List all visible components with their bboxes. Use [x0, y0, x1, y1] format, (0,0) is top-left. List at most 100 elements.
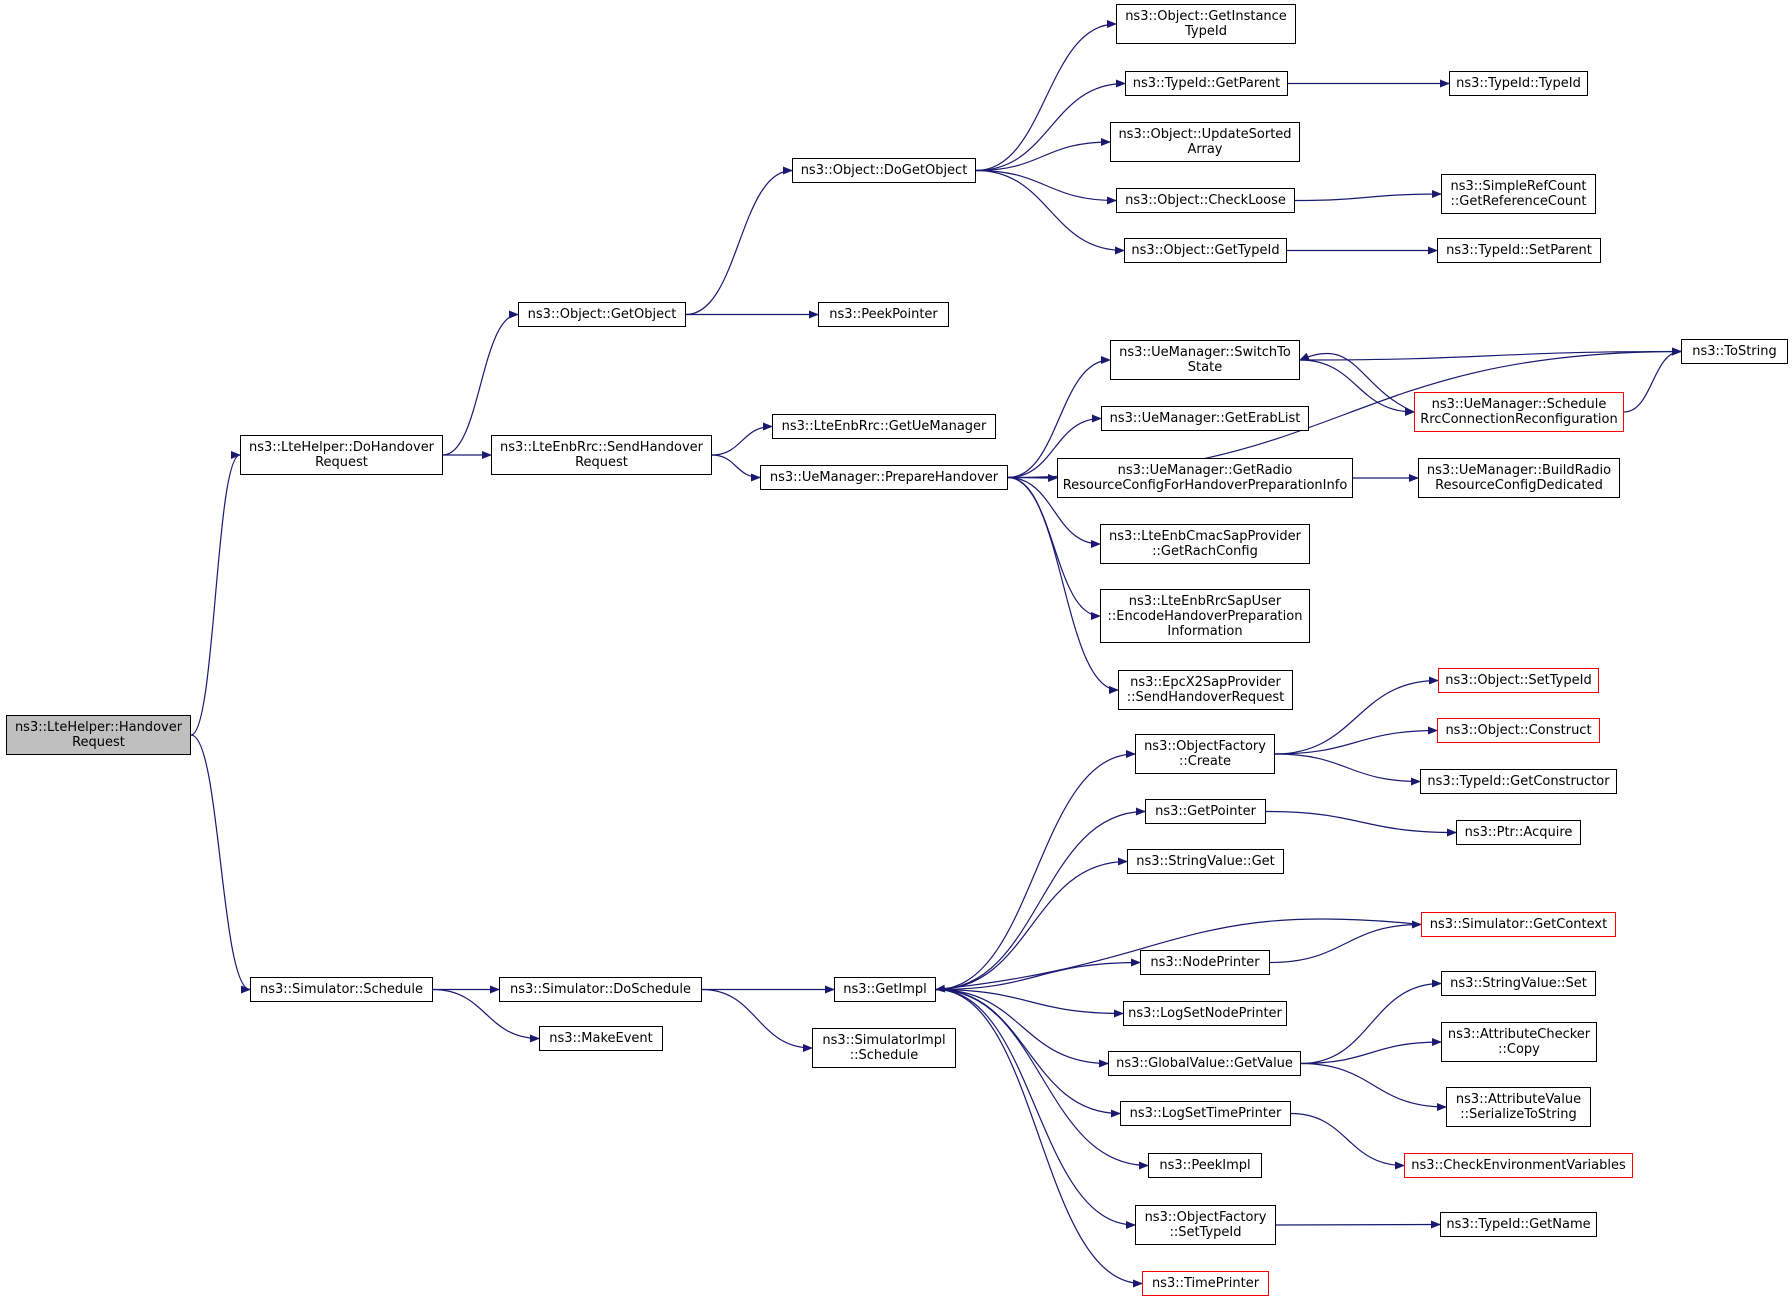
call-edge [935, 988, 1143, 1288]
call-edge [935, 988, 1136, 1229]
call-edge [1274, 753, 1421, 786]
node-label-line: ns3::LteEnbRrc::GetUeManager [781, 419, 987, 434]
node-globalvalue-getvalue[interactable]: ns3::GlobalValue::GetValue [1108, 1051, 1301, 1076]
node-object-construct[interactable]: ns3::Object::Construct [1437, 718, 1600, 743]
node-time-printer[interactable]: ns3::TimePrinter [1142, 1271, 1269, 1296]
call-edge [1007, 476, 1119, 694]
node-label-line: ns3::Object::GetTypeId [1131, 243, 1280, 258]
node-ptr-acquire[interactable]: ns3::Ptr::Acquire [1456, 820, 1581, 845]
node-label-line: ns3::Object::CheckLoose [1125, 193, 1286, 208]
call-edge [1275, 1220, 1441, 1229]
node-stringvalue-set[interactable]: ns3::StringValue::Set [1441, 971, 1596, 996]
node-label-line: ns3::CheckEnvironmentVariables [1411, 1158, 1626, 1173]
node-get-pointer[interactable]: ns3::GetPointer [1145, 799, 1266, 824]
call-edge [1007, 476, 1101, 620]
node-objectfactory-create[interactable]: ns3::ObjectFactory::Create [1135, 734, 1275, 774]
node-label-line: Request [315, 455, 368, 470]
call-edge [1007, 476, 1101, 548]
call-edge [935, 857, 1128, 991]
node-object-settypeid[interactable]: ns3::Object::SetTypeId [1438, 668, 1599, 693]
node-get-uemanager[interactable]: ns3::LteEnbRrc::GetUeManager [772, 414, 996, 439]
node-node-printer[interactable]: ns3::NodePrinter [1140, 950, 1270, 975]
call-edge [190, 734, 251, 994]
node-label-line: ns3::TypeId::TypeId [1456, 76, 1581, 91]
node-objectfactory-settypeid[interactable]: ns3::ObjectFactory::SetTypeId [1135, 1205, 1276, 1245]
node-typeid-typeid[interactable]: ns3::TypeId::TypeId [1449, 71, 1588, 96]
node-send-handover-x2[interactable]: ns3::EpcX2SapProvider::SendHandoverReque… [1118, 670, 1293, 710]
node-log-set-time-printer[interactable]: ns3::LogSetTimePrinter [1120, 1101, 1291, 1126]
node-label-line: ns3::UeManager::PrepareHandover [769, 470, 999, 485]
node-label-line: ns3::LteEnbRrcSapUser [1128, 593, 1282, 609]
node-prepare-handover[interactable]: ns3::UeManager::PrepareHandover [760, 465, 1008, 490]
node-get-rach-config[interactable]: ns3::LteEnbCmacSapProvider::GetRachConfi… [1100, 524, 1310, 564]
call-edge [1274, 726, 1438, 755]
node-label-line: ns3::Object::GetInstance [1125, 9, 1287, 24]
node-label-line: ns3::Simulator::DoSchedule [509, 982, 692, 997]
node-label-line: ::Create [1179, 754, 1231, 769]
call-edge [935, 918, 1422, 993]
node-label-line: ns3::UeManager::GetRadio [1117, 463, 1293, 478]
node-make-event[interactable]: ns3::MakeEvent [539, 1026, 663, 1051]
node-label-line: ns3::LteHelper::DoHandover [248, 440, 435, 455]
node-peek-pointer[interactable]: ns3::PeekPointer [818, 302, 949, 327]
node-serialize-to-string[interactable]: ns3::AttributeValue::SerializeToString [1446, 1087, 1591, 1127]
call-edge [975, 20, 1117, 172]
node-peek-impl[interactable]: ns3::PeekImpl [1148, 1153, 1262, 1178]
node-label-line: ns3::Simulator::Schedule [259, 982, 424, 997]
node-label-line: TypeId [1185, 24, 1227, 39]
node-simulatorimpl-schedule[interactable]: ns3::SimulatorImpl::Schedule [812, 1028, 956, 1068]
call-edge [975, 79, 1126, 172]
node-object-getobject[interactable]: ns3::Object::GetObject [518, 302, 686, 327]
node-attributechecker-copy[interactable]: ns3::AttributeChecker::Copy [1441, 1022, 1597, 1062]
node-get-reference-count[interactable]: ns3::SimpleRefCount::GetReferenceCount [1441, 174, 1596, 214]
node-simulator-getcontext[interactable]: ns3::Simulator::GetContext [1421, 912, 1616, 937]
node-simulator-doschedule[interactable]: ns3::Simulator::DoSchedule [499, 977, 702, 1002]
node-label-line: ResourceConfigForHandoverPreparationInfo [1062, 478, 1348, 493]
call-edge [1623, 347, 1682, 413]
node-label-line: ns3::UeManager::BuildRadio [1426, 463, 1612, 478]
node-label-line: ns3::EpcX2SapProvider [1130, 675, 1281, 690]
node-label-line: ns3::StringValue::Set [1450, 976, 1587, 991]
node-check-env-vars[interactable]: ns3::CheckEnvironmentVariables [1404, 1153, 1633, 1178]
node-typeid-getconstructor[interactable]: ns3::TypeId::GetConstructor [1420, 769, 1617, 794]
node-label-line: ns3::UeManager::SwitchTo [1119, 345, 1291, 360]
node-encode-handover[interactable]: ns3::LteEnbRrcSapUser::EncodeHandoverPre… [1100, 589, 1310, 643]
node-label-line: ns3::GetPointer [1155, 804, 1256, 819]
call-edge [711, 454, 761, 482]
node-log-set-node-printer[interactable]: ns3::LogSetNodePrinter [1123, 1001, 1287, 1026]
node-typeid-setparent[interactable]: ns3::TypeId::SetParent [1437, 238, 1601, 263]
node-typeid-getname[interactable]: ns3::TypeId::GetName [1440, 1212, 1597, 1237]
node-object-dogetobject[interactable]: ns3::Object::DoGetObject [792, 158, 976, 183]
node-label-line: ns3::PeekPointer [829, 307, 938, 322]
call-edge [935, 988, 1124, 1018]
call-edge [1300, 979, 1442, 1065]
call-edge [975, 138, 1111, 172]
call-edge [190, 451, 241, 736]
node-simulator-schedule[interactable]: ns3::Simulator::Schedule [250, 977, 433, 1002]
node-label-line: ns3::LteHelper::Handover [14, 720, 183, 735]
node-to-string[interactable]: ns3::ToString [1681, 339, 1788, 364]
node-label-line: ::GetRachConfig [1152, 544, 1258, 559]
node-get-impl[interactable]: ns3::GetImpl [834, 977, 936, 1002]
node-stringvalue-get[interactable]: ns3::StringValue::Get [1127, 849, 1284, 874]
node-object-gettypeid[interactable]: ns3::Object::GetTypeId [1124, 238, 1287, 263]
node-get-erab-list[interactable]: ns3::UeManager::GetErabList [1101, 406, 1309, 431]
node-label-line: ns3::NodePrinter [1150, 955, 1260, 970]
node-label-line: ns3::TypeId::GetParent [1132, 76, 1281, 91]
call-edge [975, 169, 1117, 205]
node-check-loose[interactable]: ns3::Object::CheckLoose [1116, 188, 1295, 213]
node-label-line: Request [575, 455, 628, 470]
call-edge [975, 169, 1125, 255]
call-edge [711, 422, 773, 456]
call-edge [442, 310, 519, 456]
node-typeid-getparent[interactable]: ns3::TypeId::GetParent [1125, 71, 1288, 96]
node-label-line: ns3::SimulatorImpl [822, 1033, 946, 1048]
